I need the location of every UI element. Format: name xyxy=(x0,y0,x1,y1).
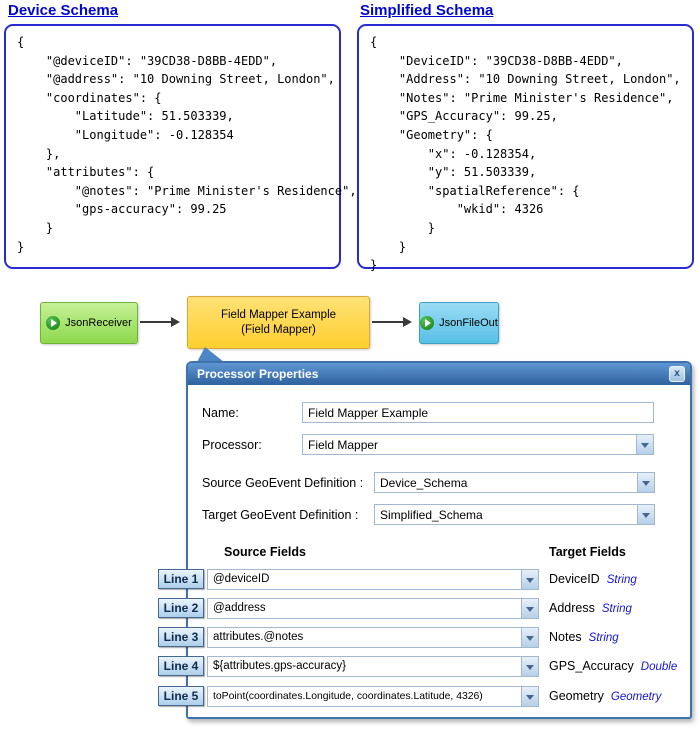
chevron-down-icon[interactable] xyxy=(637,473,654,492)
source-field-select-3[interactable]: attributes.@notes xyxy=(207,627,539,648)
simplified-schema-panel: { "DeviceID": "39CD38-D8BB-4EDD", "Addre… xyxy=(357,24,694,272)
target-field-type: String xyxy=(601,603,632,615)
processor-label: Processor: xyxy=(202,438,262,452)
name-label: Name: xyxy=(202,406,239,420)
json-file-out-node[interactable]: JsonFileOut xyxy=(419,302,499,344)
json-receiver-node[interactable]: JsonReceiver xyxy=(40,302,138,344)
target-field-name: DeviceID xyxy=(549,572,600,586)
simplified-schema-title: Simplified Schema xyxy=(360,2,494,19)
line-5-annotation: Line 5 xyxy=(158,686,204,706)
simplified-schema-json: { "DeviceID": "39CD38-D8BB-4EDD", "Addre… xyxy=(370,35,681,273)
source-field-value-5: toPoint(coordinates.Longitude, coordinat… xyxy=(213,691,483,702)
target-field-3: Notes String xyxy=(549,630,619,644)
target-def-select-value: Simplified_Schema xyxy=(380,508,483,522)
target-def-label: Target GeoEvent Definition : xyxy=(202,508,359,522)
flow-arrow-icon xyxy=(140,317,180,327)
target-def-select[interactable]: Simplified_Schema xyxy=(374,504,655,525)
line-4-annotation: Line 4 xyxy=(158,656,204,676)
name-input[interactable] xyxy=(302,402,654,423)
target-field-name: Address xyxy=(549,601,595,615)
json-file-out-label: JsonFileOut xyxy=(439,317,498,329)
device-schema-panel: { "@deviceID": "39CD38-D8BB-4EDD", "@add… xyxy=(4,24,357,269)
line-2-annotation: Line 2 xyxy=(158,598,204,618)
line-1-annotation: Line 1 xyxy=(158,569,204,589)
chevron-down-icon[interactable] xyxy=(521,628,538,647)
device-schema-title: Device Schema xyxy=(8,2,119,19)
field-mapper-node[interactable]: Field Mapper Example (Field Mapper) xyxy=(187,296,370,349)
processor-select-value: Field Mapper xyxy=(308,438,379,452)
source-field-value-3: attributes.@notes xyxy=(213,631,304,643)
json-receiver-label: JsonReceiver xyxy=(65,317,132,329)
close-icon[interactable]: x xyxy=(669,366,685,382)
dialog-title: Processor Properties xyxy=(197,367,319,381)
target-field-4: GPS_Accuracy Double xyxy=(549,659,677,673)
source-field-select-4[interactable]: ${attributes.gps-accuracy} xyxy=(207,656,539,677)
dialog-titlebar[interactable]: Processor Properties x xyxy=(188,363,690,385)
target-fields-header: Target Fields xyxy=(549,545,626,559)
device-schema-json: { "@deviceID": "39CD38-D8BB-4EDD", "@add… xyxy=(17,35,357,254)
source-field-value-2: @address xyxy=(213,602,266,614)
chevron-down-icon[interactable] xyxy=(636,435,653,454)
processor-properties-dialog: Processor Properties x Name: Processor: … xyxy=(158,361,692,719)
source-field-select-5[interactable]: toPoint(coordinates.Longitude, coordinat… xyxy=(207,686,539,707)
source-field-value-1: @deviceID xyxy=(213,573,270,585)
field-mapper-node-title: Field Mapper Example xyxy=(220,309,337,321)
chevron-down-icon[interactable] xyxy=(521,570,538,589)
target-field-name: Notes xyxy=(549,630,582,644)
target-field-type: String xyxy=(588,632,619,644)
play-icon xyxy=(420,316,435,330)
target-field-2: Address String xyxy=(549,601,632,615)
target-field-1: DeviceID String xyxy=(549,572,637,586)
source-field-value-4: ${attributes.gps-accuracy} xyxy=(213,660,346,672)
callout-pointer-icon xyxy=(197,347,224,362)
play-icon xyxy=(46,316,61,330)
target-field-type: Double xyxy=(640,661,678,673)
chevron-down-icon[interactable] xyxy=(521,657,538,676)
flow-arrow-icon xyxy=(372,317,412,327)
field-mapper-node-subtitle: (Field Mapper) xyxy=(241,324,316,336)
target-field-type: Geometry xyxy=(610,691,662,703)
source-field-select-1[interactable]: @deviceID xyxy=(207,569,539,590)
target-field-5: Geometry Geometry xyxy=(549,689,661,703)
line-3-annotation: Line 3 xyxy=(158,627,204,647)
source-def-select[interactable]: Device_Schema xyxy=(374,472,655,493)
source-field-select-2[interactable]: @address xyxy=(207,598,539,619)
processor-select[interactable]: Field Mapper xyxy=(302,434,654,455)
target-field-name: Geometry xyxy=(549,689,604,703)
chevron-down-icon[interactable] xyxy=(521,599,538,618)
chevron-down-icon[interactable] xyxy=(637,505,654,524)
target-field-name: GPS_Accuracy xyxy=(549,659,634,673)
target-field-type: String xyxy=(606,574,637,586)
source-fields-header: Source Fields xyxy=(224,545,306,559)
source-def-select-value: Device_Schema xyxy=(380,476,468,490)
source-def-label: Source GeoEvent Definition : xyxy=(202,476,364,490)
chevron-down-icon[interactable] xyxy=(521,687,538,706)
